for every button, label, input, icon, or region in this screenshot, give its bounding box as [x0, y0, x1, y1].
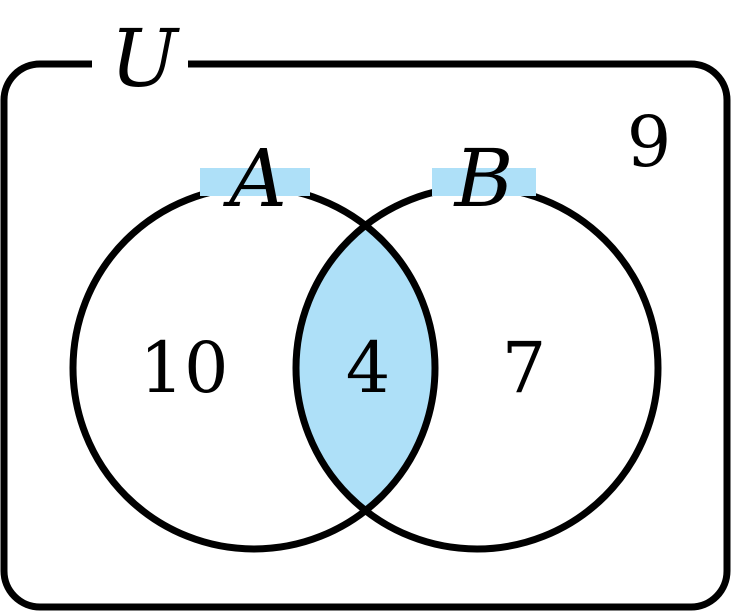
universe-label-gap [92, 40, 188, 88]
set-a-label-gap [200, 168, 310, 196]
intersection-count: 4 [346, 327, 391, 409]
set-a-label: A [222, 132, 287, 225]
intersection-region [296, 187, 435, 549]
outside-count: 9 [627, 101, 672, 183]
a-only-count: 10 [139, 327, 228, 409]
universe-label: U [110, 12, 180, 105]
set-b-label-gap [432, 168, 536, 196]
set-b-label: B [453, 132, 514, 225]
universe-region [0, 60, 731, 611]
b-only-count: 7 [502, 327, 547, 409]
